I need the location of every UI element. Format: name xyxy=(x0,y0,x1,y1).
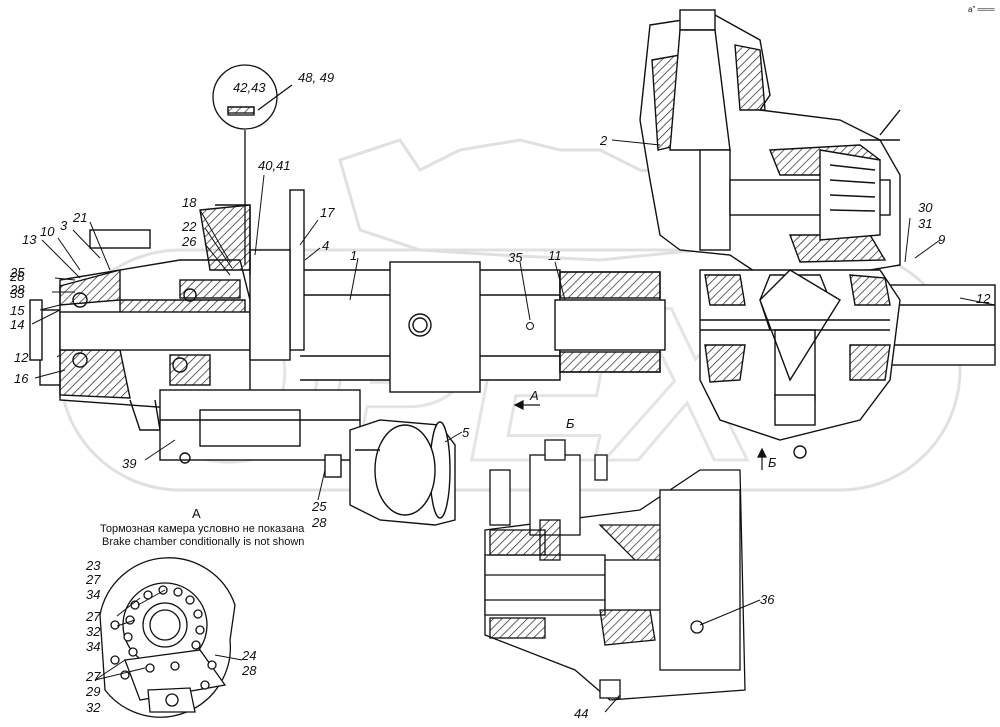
arrow-b-label-1: Б xyxy=(566,416,575,431)
part-label: 28 xyxy=(9,282,25,297)
part-label: 1 xyxy=(350,248,357,263)
part-marker xyxy=(526,322,534,330)
part-label: 12 xyxy=(14,350,29,365)
part-label: 15 xyxy=(10,303,25,318)
view-a-labels: 23 27 34 27 32 34 24 28 27 29 32 xyxy=(85,558,257,715)
view-label: 27 xyxy=(85,669,101,684)
view-label: 23 xyxy=(85,558,101,573)
part-label: 3 xyxy=(60,218,68,233)
part-label: 5 xyxy=(462,425,470,440)
arrow-a-label: А xyxy=(529,388,539,403)
part-label: 33 xyxy=(10,286,25,301)
brake-chamber xyxy=(349,419,456,526)
part-label: 36 xyxy=(760,592,775,607)
view-label: 28 xyxy=(241,663,257,678)
part-label: 39 xyxy=(122,456,136,471)
differential-carrier xyxy=(639,9,901,276)
beam-boss xyxy=(389,261,481,393)
part-labels: 1 2 3 4 5 9 10 11 12 12 13 14 15 16 17 1… xyxy=(9,133,991,721)
part-label: 4 xyxy=(322,238,329,253)
part-label: 17 xyxy=(320,205,335,220)
view-label: 34 xyxy=(86,587,100,602)
part-label: 14 xyxy=(10,317,24,332)
corner-mark: a" ═══ xyxy=(968,5,995,14)
detail-label-48-49: 48, 49 xyxy=(298,70,334,85)
part-label: 22 xyxy=(181,219,197,234)
brake-flange xyxy=(289,189,305,351)
caliper-lower xyxy=(159,389,361,478)
part-label: 25 xyxy=(9,265,25,280)
section-b xyxy=(484,439,746,701)
part-label: 10 xyxy=(40,224,55,239)
part-label: 25 xyxy=(311,499,327,514)
part-label: 44 xyxy=(574,706,588,721)
part-label: 30 xyxy=(918,200,933,215)
part-label: 35 xyxy=(508,250,523,265)
arrow-b-label-2: Б xyxy=(768,455,777,470)
differential-case xyxy=(699,269,901,459)
part-label: 2 xyxy=(599,133,608,148)
part-label: 28 xyxy=(311,515,327,530)
part-label: 31 xyxy=(918,216,932,231)
part-label: 13 xyxy=(22,232,37,247)
part-label: 16 xyxy=(14,371,29,386)
view-label: 27 xyxy=(85,572,101,587)
part-label: 12 xyxy=(976,291,991,306)
part-label: 21 xyxy=(72,210,87,225)
part-label: 18 xyxy=(182,195,197,210)
part-label: 40,41 xyxy=(258,158,291,173)
part-label: 26 xyxy=(181,234,197,249)
view-arrows xyxy=(513,400,767,470)
view-label: 24 xyxy=(241,648,256,663)
view-a-title: А xyxy=(192,506,201,521)
view-a-flange xyxy=(99,557,236,718)
view-label: 32 xyxy=(86,624,101,639)
part-label: 9 xyxy=(938,232,945,247)
left-hub xyxy=(29,229,251,431)
view-label: 32 xyxy=(86,700,101,715)
caption-en: Brake chamber conditionally is not shown xyxy=(102,536,304,548)
axle-assembly xyxy=(29,9,996,526)
view-label: 29 xyxy=(85,684,100,699)
detail-bubble xyxy=(212,64,293,265)
leader-lines xyxy=(31,139,996,713)
part-label: 11 xyxy=(548,248,562,263)
caption-ru: Тормозная камера условно не показана xyxy=(100,523,305,535)
detail-label-42-43: 42,43 xyxy=(233,80,266,95)
view-label: 34 xyxy=(86,639,100,654)
view-label: 27 xyxy=(85,609,101,624)
part-label: 28 xyxy=(9,269,25,284)
